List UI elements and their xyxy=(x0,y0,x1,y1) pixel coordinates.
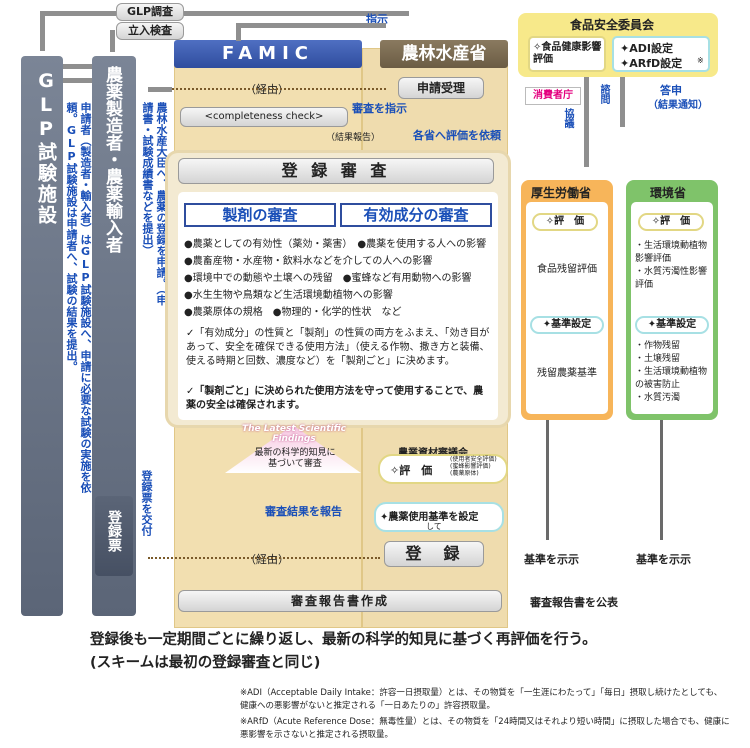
top-line-right xyxy=(184,11,409,16)
registration-slip: 登録票 xyxy=(95,496,133,576)
moe-std: ✦基準設定 xyxy=(635,316,709,334)
arrow-to-glp xyxy=(63,64,92,69)
apply-arrow xyxy=(148,87,172,92)
note-apply: 農林水産大臣へ、農薬の登録を申請。（申請書・試験成績書などを提出） xyxy=(141,102,168,306)
council-notes: (使用者安全評価) (蜜蜂影響評価) (農薬原体) xyxy=(450,456,497,477)
completeness-check: <completeness check> xyxy=(180,107,348,127)
arrow-from-glp xyxy=(63,78,92,83)
register-box: 登 録 xyxy=(384,541,484,567)
latest-findings-sub2: 基づいて審査 xyxy=(268,459,322,469)
publish-report-label: 審査報告書を公表 xyxy=(530,596,618,609)
council-note: (蜜蜂影響評価) xyxy=(450,463,491,470)
review-item: ●環境中での動態や土壌への残留 ●蜜蜂など有用動物への影響 xyxy=(184,273,472,284)
set-standard-label: ✦農薬使用基準を設定 xyxy=(380,512,479,523)
note-manufacturer: 申請者（製造者・輸入者）はGLP試験施設へ、申請に必要な試験の実施を依頼。GLP… xyxy=(65,102,92,493)
result-report-label: （結果報告） xyxy=(326,133,381,143)
onsite-line-down xyxy=(110,30,115,52)
council-note: (使用者安全評価) xyxy=(450,456,497,463)
council-title: 農業資材審議会 xyxy=(398,444,468,459)
latest-findings-sub1: 最新の科学的知見に xyxy=(254,448,336,458)
answer-label: 答申 xyxy=(660,84,682,97)
instruct-top-line xyxy=(236,23,386,28)
fsc-adi: ✦ADI設定 xyxy=(620,42,673,55)
moe-std-item: ・生活環境動植物の被害防止 xyxy=(635,367,708,390)
glp-line-down xyxy=(40,11,45,51)
manufacturer-label: 農薬製造者・農薬輸入者 xyxy=(102,66,122,253)
review-item: ●農薬としての有効性（薬効・薬害） ●農薬を使用する人への影響 xyxy=(184,239,487,250)
mhlw-eval: ✧評 価 xyxy=(532,213,598,231)
application-received: 申請受理 xyxy=(398,77,484,99)
caa-label: 消費者庁 xyxy=(525,87,581,105)
set-standard-box xyxy=(374,502,504,532)
glp-facility-label: GLP試験施設 xyxy=(35,70,57,226)
report-create-box: 審査報告書作成 xyxy=(178,590,502,612)
inquiry-label: 諮問 xyxy=(598,84,609,104)
request-eval-label: 各省へ評価を依頼 xyxy=(413,129,501,142)
fsc-eval-box xyxy=(528,36,606,72)
moe-title: 環境省 xyxy=(650,186,687,200)
fsc-arrow-2 xyxy=(584,77,589,167)
moe-std-items: ・作物残留 ・土壌残留 ・生活環境動植物の被害防止 ・水質汚濁 xyxy=(635,340,711,405)
fsc-title: 食品安全委員会 xyxy=(570,18,655,32)
review-item: ●農薬原体の規格 ●物理的・化学的性状 など xyxy=(184,307,402,318)
footer-note-adi: ※ADI（Acceptable Daily Intake：許容一日摂取量）とは、… xyxy=(240,688,723,711)
mhlw-std-item: 残留農薬基準 xyxy=(537,368,597,379)
council-note: (農薬原体) xyxy=(450,470,479,477)
fsc-arfd-mark: ※ xyxy=(697,56,704,65)
moe-std-item: ・作物残留 xyxy=(635,341,681,351)
via-bottom-line xyxy=(148,557,380,559)
formulation-review-label: 製剤の審査 xyxy=(184,203,336,227)
footer-note-arfd: ※ARfD（Acute Reference Dose：無毒性量）とは、その物質を… xyxy=(240,717,730,740)
consult-label: 協議 xyxy=(562,108,573,128)
moe-std-item: ・水質汚濁 xyxy=(635,393,681,403)
moe-eval-item: ・生活環境動植物影響評価 xyxy=(635,241,708,264)
mhlw-std: ✦基準設定 xyxy=(530,316,604,334)
review-title: 登 録 審 査 xyxy=(178,158,494,184)
council-box xyxy=(378,454,508,484)
deliver-slip-label: 登録票を交付 xyxy=(140,470,153,536)
active-review-label: 有効成分の審査 xyxy=(340,203,492,227)
council-eval: ✧評 価 xyxy=(390,464,433,477)
answer-note: （結果通知） xyxy=(648,100,708,111)
check-1: ✓「有効成分」の性質と「製剤」の性質の両方をふまえ、「効き目があって、安全を確保… xyxy=(186,328,490,367)
famic-title: FAMIC xyxy=(174,40,362,68)
mhlw-eval-item: 食品残留評価 xyxy=(537,264,597,275)
mhlw-down-line xyxy=(546,420,549,540)
mhlw-inner xyxy=(526,202,608,414)
moe-eval: ✧評 価 xyxy=(638,213,704,231)
mhlw-publish: 基準を示示 xyxy=(524,553,579,566)
review-items: ●農薬としての有効性（薬効・薬害） ●農薬を使用する人への影響 ●農畜産物・水産… xyxy=(184,236,492,321)
fsc-arrow-1 xyxy=(620,77,625,127)
fsc-eval-label: ✧食品健康影響評価 xyxy=(533,42,602,65)
review-content-card xyxy=(178,192,498,420)
maff-title: 農林水産省 xyxy=(380,40,508,68)
review-item: ●農畜産物・水産物・飲料水などを介しての人への影響 xyxy=(184,256,433,267)
check-2: ✓「製剤ごと」に決められた使用方法を守って使用することで、農薬の安全は確保されま… xyxy=(186,386,484,411)
fsc-adi-box xyxy=(612,36,710,72)
footer-line2: (スキームは最初の登録審査と同じ) xyxy=(90,655,321,671)
instruct-review-label: 審査を指示 xyxy=(352,102,407,115)
instruct-top-down xyxy=(236,23,241,41)
via-top-line xyxy=(148,88,386,90)
via-bottom-label: （経由） xyxy=(245,553,289,566)
moe-eval-items: ・生活環境動植物影響評価 ・水質汚濁性影響評価 xyxy=(635,240,711,292)
footer-line1: 登録後も一定期間ごとに繰り返し、最新の科学的知見に基づく再評価を行う。 xyxy=(90,632,597,648)
instruct-top-label: 指示 xyxy=(366,13,388,26)
report-result-label: 審査結果を報告 xyxy=(265,505,342,518)
moe-inner xyxy=(631,202,713,414)
review-item: ●水生生物や鳥類など生活環境動植物への影響 xyxy=(184,290,393,301)
latest-findings-title: The Latest Scientific Findings xyxy=(241,424,346,444)
fsc-arfd: ✦ARfD設定 xyxy=(620,57,683,70)
mhlw-title: 厚生労働省 xyxy=(531,186,592,200)
moe-std-item: ・土壌残留 xyxy=(635,354,681,364)
glp-facility-column: GLP試験施設 xyxy=(21,56,63,616)
registration-slip-label: 登録票 xyxy=(106,510,122,552)
moe-eval-item: ・水質汚濁性影響評価 xyxy=(635,267,708,290)
glp-inspection-pill: GLP調査 xyxy=(116,3,184,21)
moe-down-line xyxy=(660,420,663,540)
moe-publish: 基準を示示 xyxy=(636,553,691,566)
onsite-inspection-pill: 立入検査 xyxy=(116,22,184,40)
glp-line xyxy=(40,11,116,16)
set-standard-label2: して xyxy=(426,522,442,531)
